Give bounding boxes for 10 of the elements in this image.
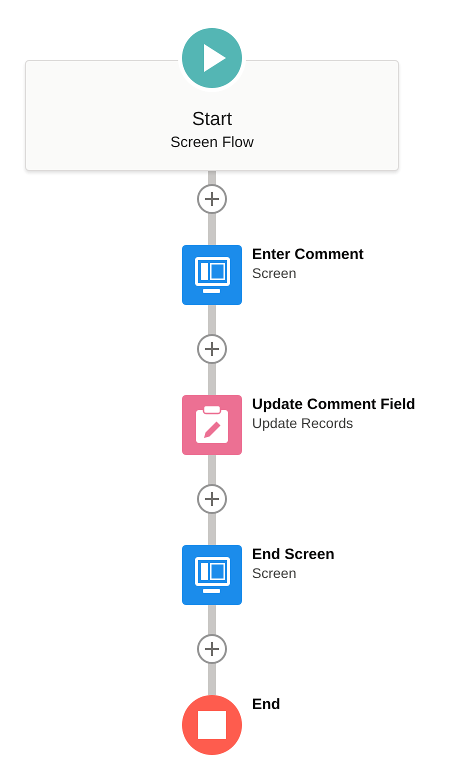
node-subtitle: Screen Flow bbox=[170, 133, 254, 153]
node-title: Start bbox=[192, 108, 232, 132]
node-title: End Screen bbox=[252, 545, 335, 564]
node-title: End bbox=[252, 695, 280, 714]
node-subtitle: Screen bbox=[252, 264, 298, 283]
node-subtitle: Update Records bbox=[252, 414, 354, 433]
start-card bbox=[25, 60, 399, 171]
node-subtitle: Screen bbox=[252, 564, 298, 583]
node-title: Update Comment Field bbox=[252, 395, 416, 414]
node-title: Enter Comment bbox=[252, 245, 364, 264]
